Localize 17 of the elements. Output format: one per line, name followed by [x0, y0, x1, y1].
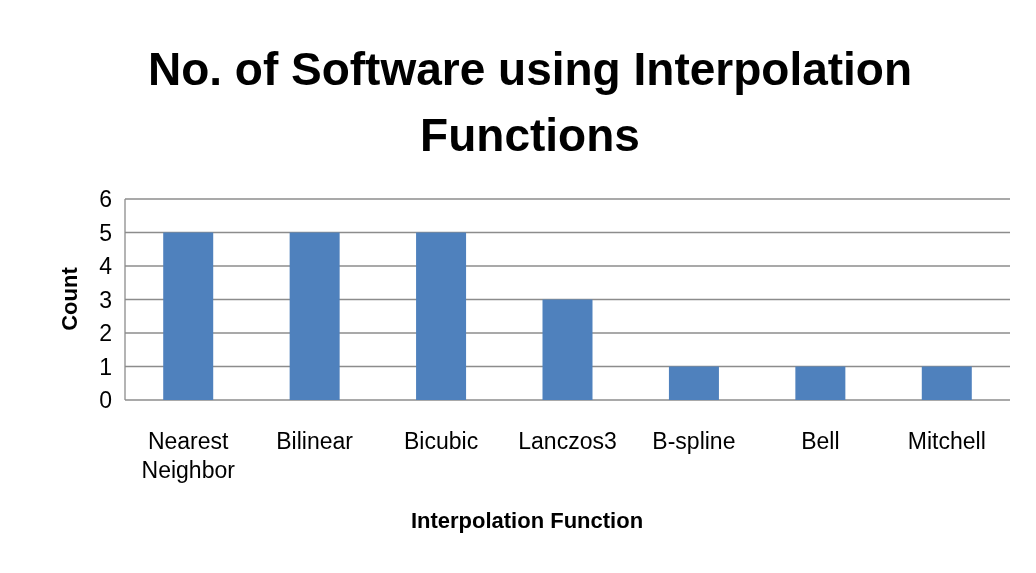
category-label: Mitchell [906, 427, 987, 456]
category-label: B-spline [651, 427, 737, 456]
x-axis-title: Interpolation Function [409, 508, 645, 534]
category-label: Bell [800, 427, 841, 456]
category-label: Bilinear [275, 427, 354, 456]
y-tick-label: 0 [98, 387, 112, 413]
y-tick-label: 1 [98, 353, 112, 380]
y-tick-label: 5 [98, 219, 112, 246]
y-tick-label: 4 [98, 253, 112, 279]
y-tick-label: 6 [98, 186, 112, 212]
category-label: Bicubic [403, 427, 480, 456]
y-tick-label: 3 [98, 286, 112, 313]
category-label: Lanczos3 [517, 427, 618, 456]
category-label: Nearest Neighbor [140, 427, 236, 485]
y-tick-label: 2 [98, 320, 112, 346]
y-axis-title: Count [57, 266, 83, 333]
chart-title: No. of Software using Interpolation Functions [146, 42, 914, 163]
